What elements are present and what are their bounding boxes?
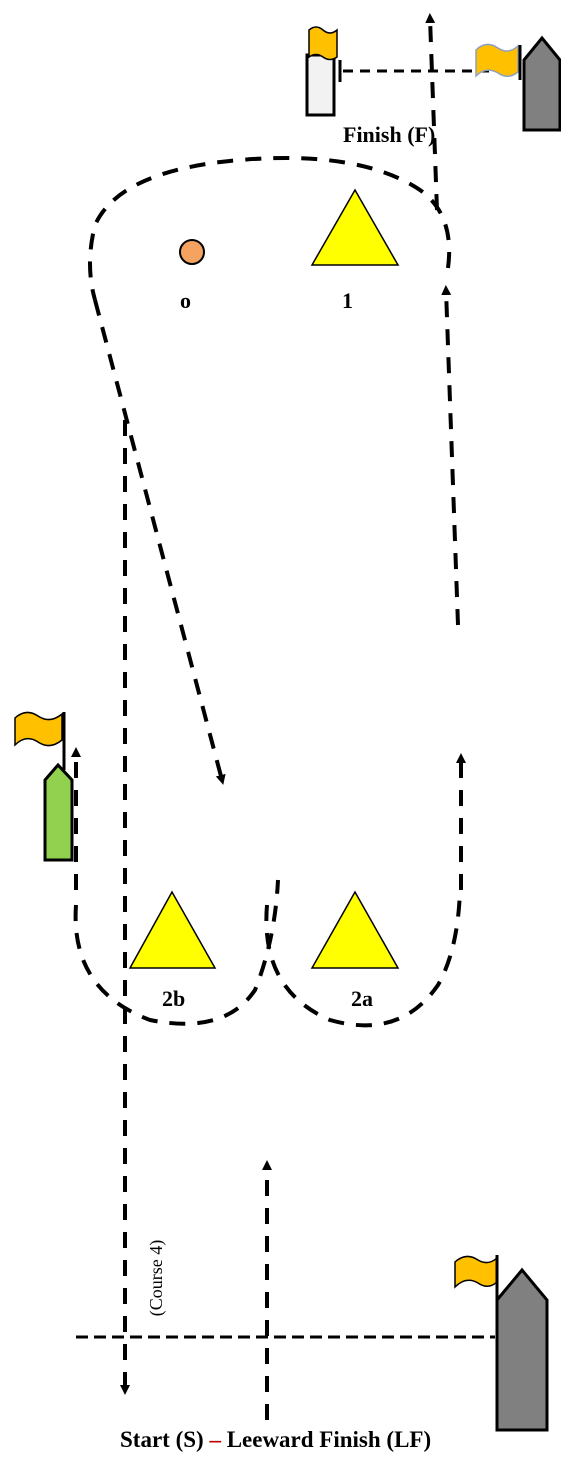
finish-committee-boat bbox=[522, 35, 561, 132]
course-loop-gate-2a bbox=[264, 889, 462, 1028]
course-loop-windward bbox=[88, 156, 452, 301]
start-committee-flag-icon bbox=[454, 1255, 498, 1289]
course-path bbox=[71, 13, 466, 1420]
windward-mark bbox=[310, 188, 400, 266]
gate-mark-2a-label: 2a bbox=[351, 986, 373, 1011]
gate-mark-2a bbox=[310, 890, 400, 969]
finish-committee-flag-icon bbox=[475, 43, 519, 78]
gate-mark-2b-label: 2b bbox=[162, 986, 185, 1011]
offset-mark-label: o bbox=[180, 288, 191, 313]
finish-line-group: Finish (F) bbox=[305, 26, 561, 147]
start-committee-boat bbox=[495, 1267, 549, 1432]
offset-mark bbox=[179, 239, 205, 265]
start-label-dash: – bbox=[208, 1427, 221, 1452]
marks: o 1 2b 2a bbox=[128, 188, 400, 1011]
finish-label: Finish (F) bbox=[343, 122, 435, 147]
course-leg-finish-approach bbox=[425, 13, 439, 211]
finish-pin-boat bbox=[305, 53, 336, 117]
start-label-part1: Start (S) bbox=[120, 1427, 209, 1452]
start-pin-flag-icon bbox=[14, 711, 63, 747]
start-line-group: (Course 4) Start (S) – Leeward Finish (L… bbox=[14, 711, 549, 1452]
windward-mark-label: 1 bbox=[342, 288, 353, 313]
gate-mark-2b bbox=[128, 890, 217, 969]
start-label: Start (S) – Leeward Finish (LF) bbox=[120, 1427, 431, 1452]
course-leg-diagonal bbox=[93, 299, 226, 785]
start-label-part2: Leeward Finish (LF) bbox=[221, 1427, 431, 1452]
course-leg-right-beat bbox=[441, 285, 460, 626]
course-label: (Course 4) bbox=[146, 1240, 167, 1316]
finish-pin-flag-icon bbox=[308, 26, 338, 61]
start-pin-boat bbox=[43, 762, 74, 862]
